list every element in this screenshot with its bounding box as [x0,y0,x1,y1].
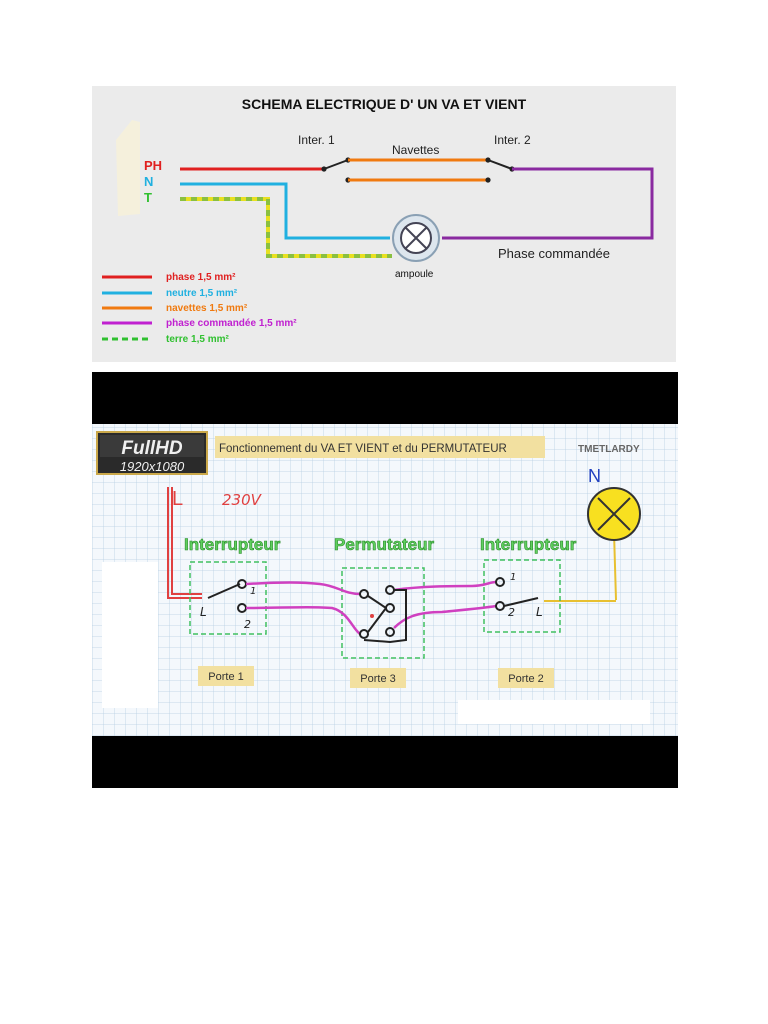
title-permutateur: Permutateur [334,535,435,554]
inter2-lever [487,159,513,170]
badge-resolution: 1920x1080 [120,459,185,474]
right-switch-1: 1 [510,572,516,583]
inter1-lever [323,159,349,170]
right-switch-lever [503,597,539,607]
va-et-vient-diagram: SCHEMA ELECTRIQUE D' UN VA ET VIENT PH N… [92,86,676,362]
legend-label-phase: phase 1,5 mm² [166,272,236,283]
porte3-bg [350,668,406,688]
diagram-title: SCHEMA ELECTRIQUE D' UN VA ET VIENT [242,96,527,112]
wire-phase-red-2 [171,487,202,595]
legend: phase 1,5 mm² neutre 1,5 mm² navettes 1,… [102,272,297,345]
label-navettes: Navettes [392,143,439,157]
title-interrupteur-right: Interrupteur [480,535,577,554]
wire-navette-top-left [245,581,361,596]
inter1-pivot [321,166,327,172]
label-voltage: 230V [222,491,263,509]
permutateur-contacts [359,585,407,644]
label-inter1: Inter. 1 [298,133,335,147]
wall-box-shape [116,120,140,216]
left-switch-l: L [200,605,207,619]
left-switch-2: 2 [244,618,251,631]
label-n: N [144,174,153,189]
right-switch-l: L [536,605,543,619]
label-phase-commandee: Phase commandée [498,246,610,261]
video-svg: FullHD 1920x1080 Fonctionnement du VA ET… [92,424,678,736]
wire-navette-bottom-left [245,605,361,635]
lamp-cross [597,497,631,531]
right-switch-2: 2 [508,606,515,619]
label-inter2: Inter. 2 [494,133,531,147]
diagram-svg: SCHEMA ELECTRIQUE D' UN VA ET VIENT PH N… [102,96,654,345]
fullhd-badge: FullHD 1920x1080 [96,431,208,475]
right-switch-contact-1 [495,577,505,587]
video-author: TMETLARDY [578,444,640,455]
legend-label-neutre: neutre 1,5 mm² [166,288,238,299]
legend-label-phase-commandee: phase commandée 1,5 mm² [166,318,297,329]
porte2-bg [498,668,554,688]
wire-navette-top-right [393,580,497,592]
inter2-contact-2 [485,177,491,183]
ampoule-cross [404,226,428,250]
video-frame: FullHD 1920x1080 Fonctionnement du VA ET… [92,372,678,788]
badge-fullhd: FullHD [121,438,182,459]
wire-neutre [180,182,390,240]
box-interrupteur-right [483,559,561,633]
label-ampoule: ampoule [395,269,434,280]
legend-label-navettes: navettes 1,5 mm² [166,303,248,314]
wire-phase-commandee [442,167,654,240]
left-switch-1: 1 [250,586,256,597]
wire-navette-bottom-right [393,604,497,629]
video-title-bg [215,436,545,458]
label-t: T [144,190,152,205]
white-overlay-left [102,562,158,708]
label-ph: PH [144,158,162,173]
wire-terre-dash [180,197,392,258]
label-porte2: Porte 2 [508,673,543,685]
porte1-bg [198,666,254,686]
left-switch-lever [207,583,241,599]
label-porte1: Porte 1 [208,671,243,683]
white-overlay-bottom [458,700,650,724]
legend-label-terre: terre 1,5 mm² [166,334,229,345]
box-interrupteur-left [189,561,267,635]
label-neutral: N [588,466,601,486]
label-porte3: Porte 3 [360,673,395,685]
label-phase-l: L [172,488,183,510]
video-title: Fonctionnement du VA ET VIENT et du PERM… [219,443,507,455]
title-interrupteur-left: Interrupteur [184,535,281,554]
